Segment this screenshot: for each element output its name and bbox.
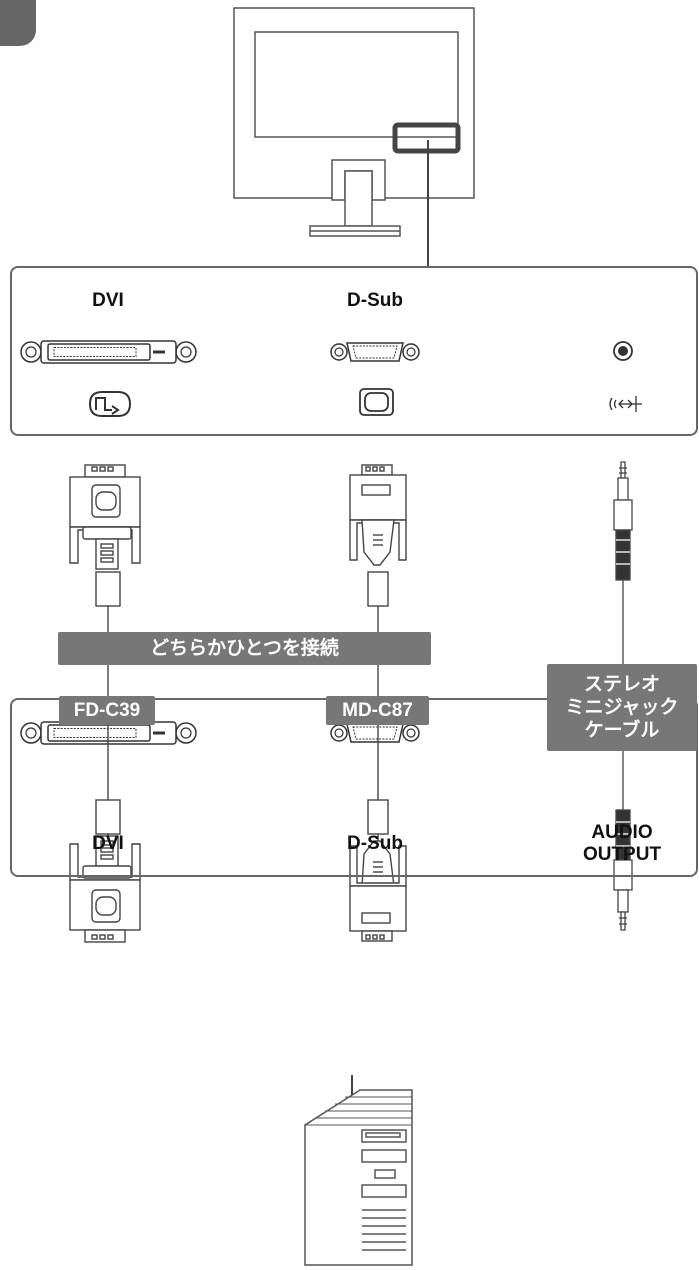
bottom-dsub-label: D-Sub — [347, 833, 403, 854]
analog-signal-icon — [359, 388, 394, 416]
audio-cable-tag-line2: ミニジャック — [565, 697, 679, 718]
audio-symbol-icon — [609, 396, 642, 412]
monitor-port-panel — [10, 266, 698, 436]
corner-tab — [0, 0, 36, 46]
computer-tower-icon — [304, 1089, 413, 1266]
dsub-cable-drawing — [349, 464, 407, 942]
audio-cable-drawing — [613, 461, 633, 931]
top-dsub-label: D-Sub — [347, 290, 403, 311]
top-dvi-label: DVI — [92, 290, 124, 311]
audio-cable-tag-line1: ステレオ — [583, 674, 660, 695]
dvi-signal-icon — [88, 391, 132, 417]
audio-cable-tag-line3: ケーブル — [584, 720, 660, 741]
dvi-cable-tag: FD-C39 — [59, 696, 155, 725]
audio-cable-tag: ステレオ ミニジャック ケーブル — [547, 664, 697, 751]
audio-output-label-1: AUDIO — [591, 822, 653, 843]
dvi-cable-drawing — [69, 464, 141, 943]
bottom-dvi-label: DVI — [92, 833, 124, 854]
choose-one-banner: どちらかひとつを接続 — [58, 632, 431, 665]
dsub-cable-tag: MD-C87 — [326, 696, 429, 725]
audio-output-label-2: OUTPUT — [582, 844, 662, 865]
monitor-icon — [233, 7, 475, 237]
